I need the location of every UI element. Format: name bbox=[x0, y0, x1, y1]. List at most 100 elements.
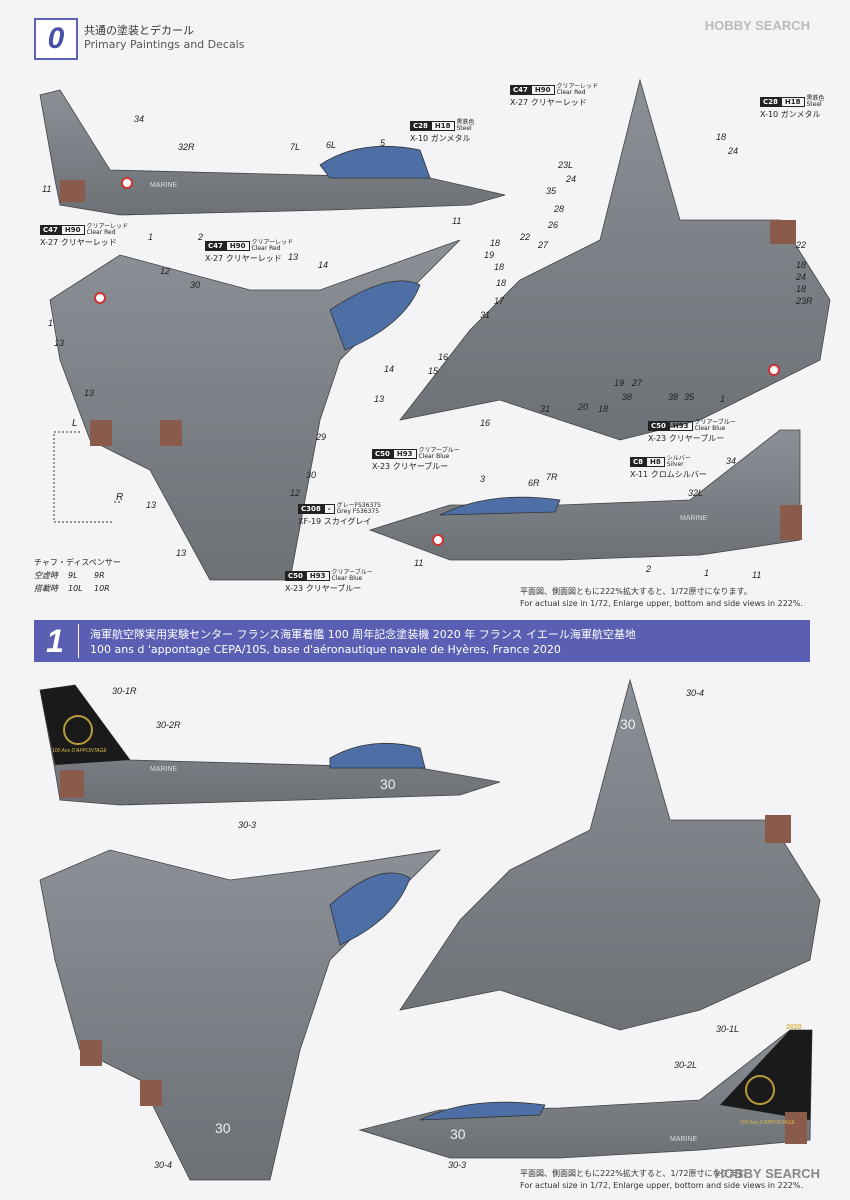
callout: 18 bbox=[796, 284, 807, 294]
bottom-view-aircraft-1 bbox=[399, 78, 831, 441]
tail-year: 2020 bbox=[786, 1024, 802, 1031]
callout: 27 bbox=[538, 240, 549, 250]
callout: 30-1L bbox=[716, 1024, 740, 1034]
callout: 11 bbox=[452, 216, 462, 226]
callout: 17 bbox=[494, 296, 505, 306]
callout: 35 bbox=[546, 186, 557, 196]
section-1-separator bbox=[78, 624, 79, 658]
watermark: HOBBY SEARCH bbox=[704, 18, 810, 33]
callout: 30 bbox=[190, 280, 201, 290]
marine-marking-1: MARINE bbox=[150, 182, 178, 189]
callout: 34 bbox=[726, 456, 737, 466]
callout: 30-4 bbox=[686, 688, 705, 698]
marine-marking-2: MARINE bbox=[680, 515, 708, 522]
callout: 13 bbox=[84, 388, 95, 398]
callout: 1 bbox=[704, 568, 710, 578]
callout: 16 bbox=[438, 352, 449, 362]
top-view-aircraft-2 bbox=[39, 849, 442, 1181]
callout: 22 bbox=[796, 240, 807, 250]
callout: 30-4 bbox=[154, 1160, 173, 1170]
side-view-aircraft-3 bbox=[39, 684, 501, 806]
callout: 11 bbox=[414, 558, 424, 568]
marine-marking-4: MARINE bbox=[670, 1136, 698, 1143]
callout: 1 bbox=[48, 318, 54, 328]
callout: 31 bbox=[540, 404, 551, 414]
callout: 18 bbox=[598, 404, 609, 414]
callout: 18 bbox=[490, 238, 501, 248]
section-0-title-en: Primary Paintings and Decals bbox=[84, 38, 245, 51]
callout: 28 bbox=[554, 204, 565, 214]
scale-note-0: 平面図、側面図ともに222%拡大すると、1/72原寸になります。For actu… bbox=[520, 587, 804, 608]
callout: 1 bbox=[148, 232, 154, 242]
side-view-aircraft-2 bbox=[368, 429, 802, 561]
tail-number-2: 30 bbox=[620, 716, 636, 732]
callout: 16 bbox=[480, 418, 491, 428]
callout: 7L bbox=[290, 142, 301, 152]
callout: 11 bbox=[42, 184, 52, 194]
section-0-number: 0 bbox=[34, 18, 78, 60]
tail-number-4: 30 bbox=[450, 1126, 466, 1142]
callout: 26 bbox=[548, 220, 559, 230]
callout: 19 bbox=[614, 378, 625, 388]
callout: 11 bbox=[752, 570, 762, 580]
callout: 23R bbox=[796, 296, 813, 306]
callout: 7R bbox=[546, 472, 558, 482]
callout: 18 bbox=[496, 278, 507, 288]
section-1-number: 1 bbox=[46, 623, 64, 659]
section-0-title-jp: 共通の塗装とデカール bbox=[84, 24, 194, 37]
tail-text-1: 100 Ans D'APPONTAGE bbox=[52, 748, 107, 754]
callout: 2 bbox=[198, 232, 204, 242]
callout: 5 bbox=[380, 138, 386, 148]
callout: 13 bbox=[374, 394, 385, 404]
callout: 15 bbox=[428, 366, 439, 376]
chaff-title: チャフ・ディスペンサー bbox=[34, 558, 121, 567]
callout: 14 bbox=[384, 364, 395, 374]
tail-text-2: 100 Ans D'APPONTAGE bbox=[740, 1120, 795, 1126]
side-view-aircraft-4 bbox=[358, 1029, 813, 1159]
callout: 13 bbox=[146, 500, 157, 510]
side-view-aircraft-1 bbox=[39, 89, 506, 216]
callout: 32R bbox=[178, 142, 195, 152]
callout: 19 bbox=[484, 250, 495, 260]
callout: 30-2R bbox=[156, 720, 181, 730]
callout: 23L bbox=[558, 160, 574, 170]
callout: 1 bbox=[720, 394, 726, 404]
section-1-title-jp: 海軍航空隊実用実験センター フランス海軍着艦 100 周年記念塗装機 2020 … bbox=[90, 628, 636, 641]
callout: 24 bbox=[796, 272, 807, 282]
callout: 30-3 bbox=[448, 1160, 467, 1170]
callout: 32L bbox=[688, 488, 704, 498]
callout: 18 bbox=[716, 132, 727, 142]
callout: 18 bbox=[796, 260, 807, 270]
callout: 6L bbox=[326, 140, 337, 150]
callout: 31 bbox=[480, 310, 491, 320]
chaff-label-l: L bbox=[72, 418, 78, 429]
callout: 2 bbox=[646, 564, 652, 574]
top-view-aircraft-1 bbox=[49, 239, 461, 581]
callout: 12 bbox=[290, 488, 301, 498]
tail-number-1: 30 bbox=[380, 776, 396, 792]
callout: 30 bbox=[306, 470, 317, 480]
callout: 29 bbox=[316, 432, 327, 442]
callout: 13 bbox=[288, 252, 299, 262]
callout: 34 bbox=[134, 114, 145, 124]
callout: 27 bbox=[632, 378, 643, 388]
callout: 38 bbox=[622, 392, 633, 402]
callout: 20 bbox=[578, 402, 589, 412]
callout: 14 bbox=[318, 260, 329, 270]
chaff-bracket bbox=[53, 431, 120, 523]
chaff-label-r: R bbox=[116, 492, 124, 503]
callout: 13 bbox=[54, 338, 65, 348]
bottom-view-aircraft-2 bbox=[399, 678, 821, 1031]
